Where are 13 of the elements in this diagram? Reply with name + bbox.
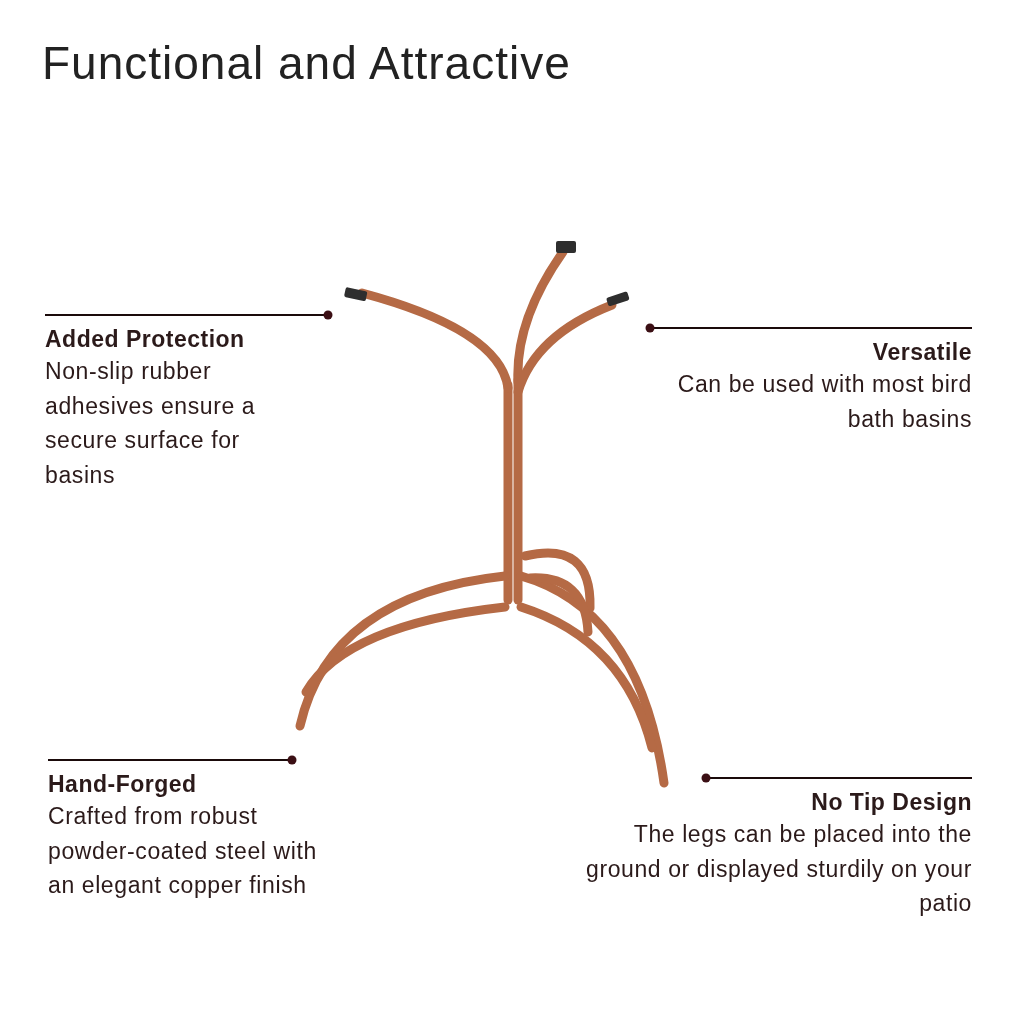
feature-description: Crafted from robust powder-coated steel with an elegant copper finish [48,802,318,900]
leader-line [701,773,973,783]
leader-line [645,323,973,333]
feature-description: The legs can be placed into the ground or displayed sturdily on your patio [585,820,972,918]
feature-description: Non-slip rubber adhesives ensure a secure surface for basins [45,357,257,490]
feature-description: Can be used with most bird bath basins [676,370,972,434]
feature-heading: Added Protection [45,325,246,354]
leader-line [47,755,297,765]
feature-heading: Hand-Forged [48,770,198,799]
page-title: Functional and Attractive [42,36,571,90]
feature-heading: Versatile [871,338,972,367]
feature-heading: No Tip Design [810,788,972,817]
leader-line [44,310,333,320]
